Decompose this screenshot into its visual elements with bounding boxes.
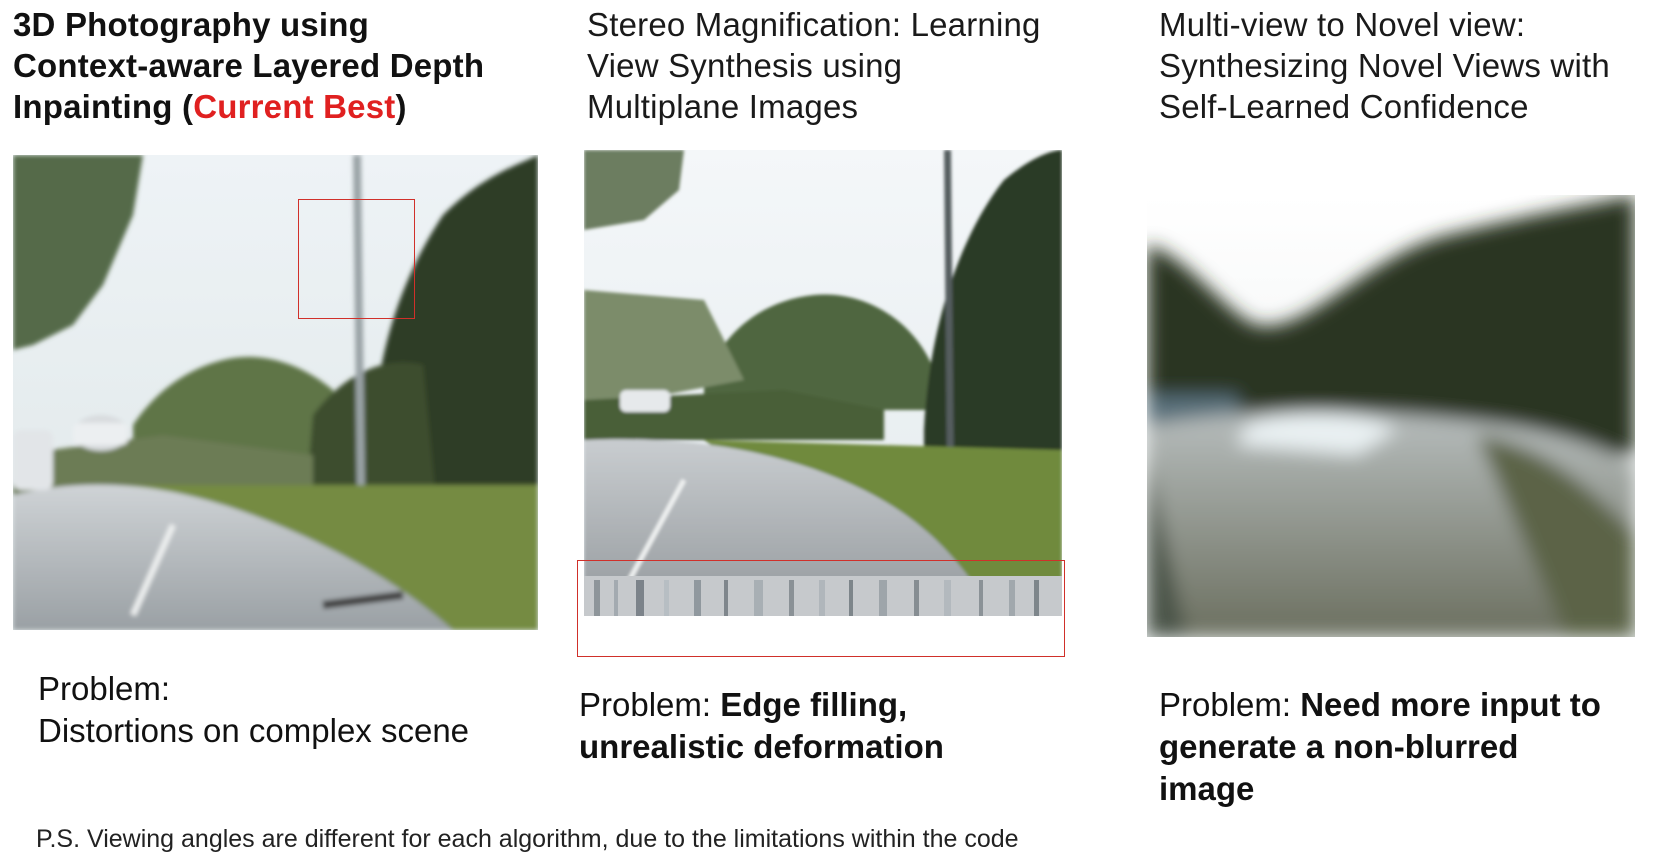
result-image-multi-view	[1147, 195, 1635, 637]
result-image-stereo-magnification	[584, 150, 1062, 632]
problem-caption-3: Problem: Need more input to generate a n…	[1159, 684, 1659, 810]
footnote: P.S. Viewing angles are different for ea…	[36, 825, 1019, 853]
result-image-3d-photography	[13, 155, 538, 630]
distortion-highlight-box	[298, 199, 415, 319]
problem-caption-1: Problem: Distortions on complex scene	[38, 668, 558, 752]
method-title-2: Stereo Magnification: Learning View Synt…	[587, 6, 1041, 125]
method-title-1-end: )	[395, 88, 407, 125]
method-title-1-main: 3D Photography using Context-aware Layer…	[13, 6, 485, 125]
problem-label-2: Problem:	[579, 686, 721, 723]
edge-filling-highlight-box	[577, 560, 1065, 657]
method-title-1: 3D Photography using Context-aware Layer…	[13, 4, 543, 127]
problem-caption-2: Problem: Edge filling, unrealistic defor…	[579, 684, 1119, 768]
problem-label-3: Problem:	[1159, 686, 1301, 723]
method-title-3: Multi-view to Novel view: Synthesizing N…	[1159, 6, 1610, 125]
current-best-label: Current Best	[193, 88, 396, 125]
problem-text-2: Edge filling, unrealistic deformation	[579, 686, 944, 765]
problem-text-1: Distortions on complex scene	[38, 712, 470, 749]
problem-text-3: Need more input to generate a non-blurre…	[1159, 686, 1601, 807]
problem-label-1: Problem:	[38, 670, 171, 707]
